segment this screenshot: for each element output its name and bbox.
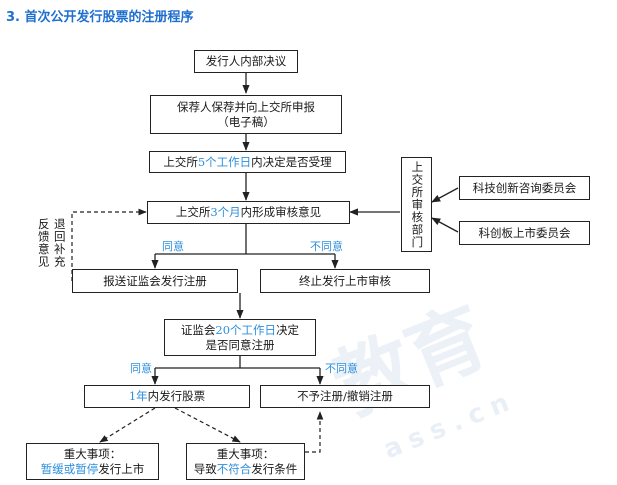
node-reject-registration: 不予注册/撤销注册 bbox=[260, 385, 430, 408]
label-supplement: 退回补充 bbox=[52, 218, 67, 268]
node-internal-resolution: 发行人内部决议 bbox=[194, 50, 298, 73]
arrow-r2-side bbox=[431, 217, 459, 233]
arrow-r1-side bbox=[431, 187, 459, 203]
node-sse-review-dept: 上交所审核部门 bbox=[401, 157, 432, 252]
label-disagree-1: 不同意 bbox=[310, 240, 343, 253]
label-feedback: 反馈意见 bbox=[36, 218, 51, 268]
node-tech-committee: 科技创新咨询委员会 bbox=[459, 176, 590, 200]
node-sponsor-filing: 保荐人保荐并向上交所申报 （电子稿） bbox=[150, 95, 342, 134]
node-suspend-listing: 重大事项： 暂缓或暂停发行上市 bbox=[26, 443, 159, 480]
node-terminate-review: 终止发行上市审核 bbox=[260, 269, 430, 293]
feedback-loop bbox=[71, 208, 147, 281]
node-submit-csrc: 报送证监会发行注册 bbox=[72, 269, 238, 293]
node-noncompliance: 重大事项： 导致不符合发行条件 bbox=[186, 443, 305, 480]
arrow-8-11 bbox=[174, 407, 241, 443]
label-agree-2: 同意 bbox=[130, 362, 152, 375]
node-csrc-decision: 证监会20个工作日决定 是否同意注册 bbox=[164, 319, 316, 356]
label-disagree-2: 不同意 bbox=[325, 362, 358, 375]
page-title: 3. 首次公开发行股票的注册程序 bbox=[6, 10, 194, 25]
arrow-8-10 bbox=[99, 407, 156, 443]
label-agree-1: 同意 bbox=[162, 240, 184, 253]
node-listing-committee: 科创板上市委员会 bbox=[459, 221, 590, 245]
node-issue-within-year: 1年内发行股票 bbox=[84, 385, 250, 408]
arrow-11-9 bbox=[305, 411, 324, 453]
